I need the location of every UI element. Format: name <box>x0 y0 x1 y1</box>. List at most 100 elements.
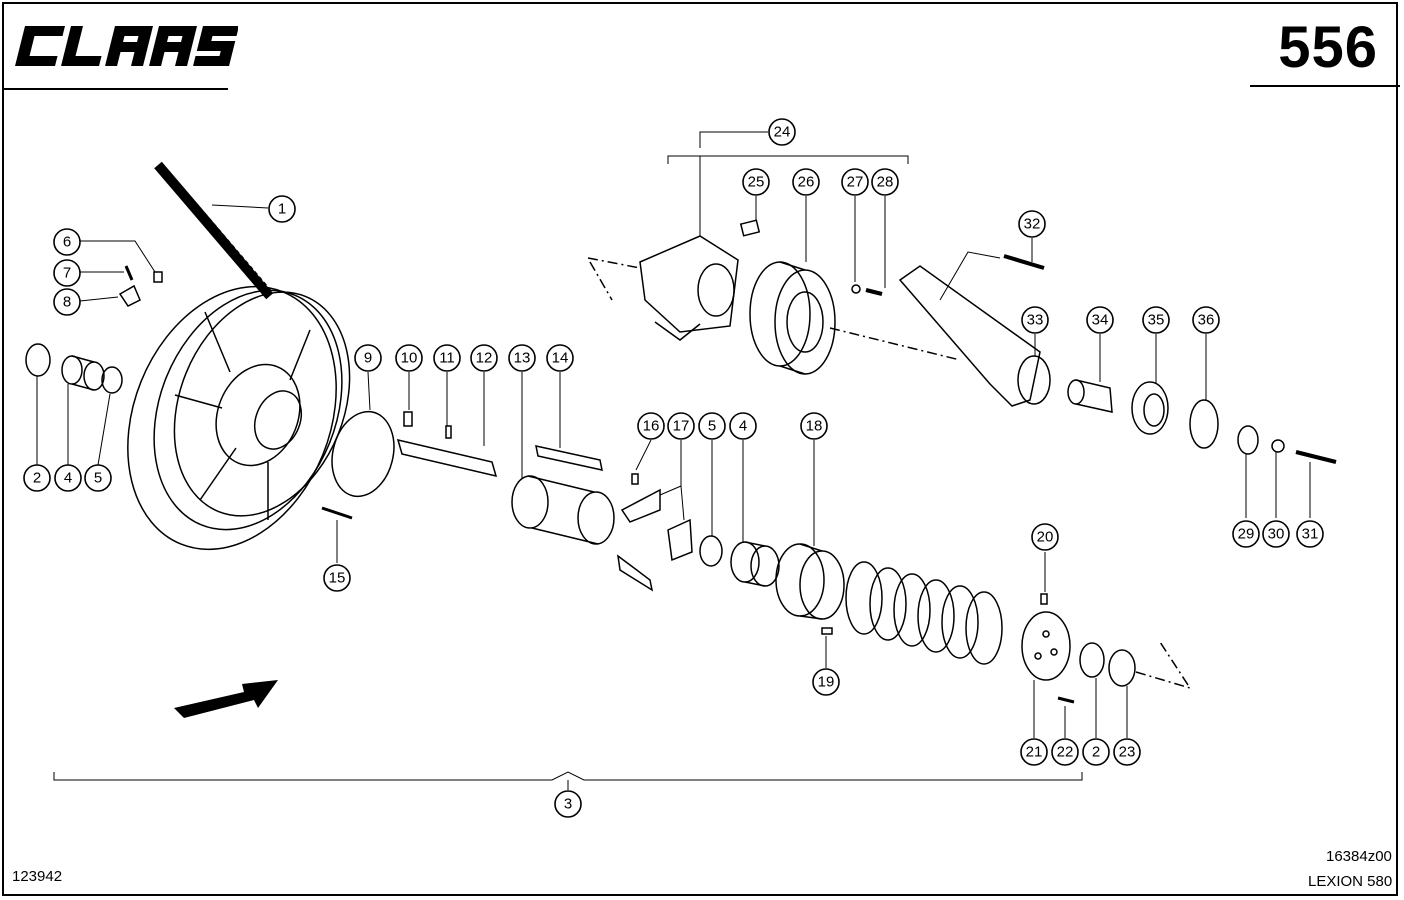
screw-22 <box>1057 696 1075 704</box>
svg-text:27: 27 <box>847 174 864 191</box>
svg-text:7: 7 <box>63 265 71 282</box>
svg-text:9: 9 <box>364 350 372 367</box>
callout-26: 26 <box>792 168 820 196</box>
header-rule-left <box>2 88 228 90</box>
callout-29: 29 <box>1232 520 1260 548</box>
end-washer <box>1271 439 1285 453</box>
clutch-drum <box>749 261 836 375</box>
callout-27: 27 <box>841 168 869 196</box>
flange <box>1021 611 1071 681</box>
pin <box>321 506 353 520</box>
svg-text:16: 16 <box>643 418 660 435</box>
document-number: 123942 <box>12 868 63 885</box>
callout-13: 13 <box>508 344 536 372</box>
svg-text:2: 2 <box>1092 744 1100 761</box>
svg-text:4: 4 <box>739 418 747 435</box>
tension-arm <box>898 265 1051 407</box>
svg-text:28: 28 <box>877 174 894 191</box>
bolt <box>865 288 883 296</box>
callout-5: 5 <box>84 464 112 492</box>
svg-text:26: 26 <box>798 174 815 191</box>
bush <box>730 541 780 587</box>
svg-text:30: 30 <box>1268 526 1285 543</box>
pin-20 <box>1040 593 1048 605</box>
callout-36: 36 <box>1192 306 1220 334</box>
svg-text:24: 24 <box>774 124 791 141</box>
nut-6 <box>153 271 163 283</box>
callout-9: 9 <box>354 344 382 372</box>
callout-11: 11 <box>433 344 461 372</box>
callout-2-lower: 2 <box>1082 738 1110 766</box>
svg-text:15: 15 <box>329 570 346 587</box>
direction-arrow-icon <box>174 680 278 718</box>
o-ring <box>699 535 723 567</box>
callout-20: 20 <box>1031 523 1059 551</box>
callout-18: 18 <box>800 412 828 440</box>
ring-2-left <box>25 343 51 377</box>
callout-12: 12 <box>470 344 498 372</box>
callout-23: 23 <box>1113 738 1141 766</box>
header-rule-right <box>1250 85 1400 87</box>
svg-text:34: 34 <box>1092 312 1109 329</box>
long-key <box>535 445 603 471</box>
callout-21: 21 <box>1020 738 1048 766</box>
nut-bolt <box>1003 254 1045 270</box>
leader-lines <box>36 131 1311 790</box>
svg-text:36: 36 <box>1198 312 1215 329</box>
end-bolt <box>1295 450 1337 464</box>
clip-8 <box>118 284 141 307</box>
svg-text:5: 5 <box>708 418 716 435</box>
key <box>396 438 498 478</box>
svg-text:25: 25 <box>748 174 765 191</box>
callout-15: 15 <box>323 564 351 592</box>
label-plate <box>739 219 761 237</box>
pin-small <box>445 425 452 439</box>
snap-ring <box>331 410 395 498</box>
svg-text:29: 29 <box>1238 526 1255 543</box>
pin-7 <box>124 265 134 281</box>
callout-17: 17 <box>667 412 695 440</box>
svg-text:32: 32 <box>1024 216 1041 233</box>
washer-ring <box>1079 642 1105 678</box>
split-sleeve <box>511 475 615 545</box>
svg-text:4: 4 <box>64 470 72 487</box>
callout-5-lower: 5 <box>698 412 726 440</box>
svg-text:13: 13 <box>514 350 531 367</box>
circlip <box>1108 649 1136 687</box>
callout-6: 6 <box>53 228 81 256</box>
callout-31: 31 <box>1296 520 1324 548</box>
pin-19 <box>821 627 833 635</box>
drive-belt <box>154 158 279 300</box>
svg-text:17: 17 <box>673 418 690 435</box>
bush-4-left <box>61 355 105 391</box>
svg-text:10: 10 <box>401 350 418 367</box>
callout-4: 4 <box>54 464 82 492</box>
svg-text:3: 3 <box>564 796 572 813</box>
ring-5-left <box>101 366 123 394</box>
callout-34: 34 <box>1086 306 1114 334</box>
svg-text:11: 11 <box>439 350 455 367</box>
callout-10: 10 <box>395 344 423 372</box>
callout-30: 30 <box>1262 520 1290 548</box>
callout-8: 8 <box>53 288 81 316</box>
svg-text:18: 18 <box>806 418 823 435</box>
cam-housing <box>775 543 845 620</box>
callout-25: 25 <box>742 168 770 196</box>
end-cap <box>1237 425 1259 455</box>
callout-16: 16 <box>637 412 665 440</box>
callout-33: 33 <box>1021 306 1049 334</box>
svg-text:21: 21 <box>1026 744 1043 761</box>
callout-19: 19 <box>812 668 840 696</box>
svg-text:33: 33 <box>1027 312 1044 329</box>
callout-14: 14 <box>546 344 574 372</box>
callout-7: 7 <box>53 259 81 287</box>
drawing-id: 16384z00 <box>1326 848 1392 865</box>
compression-spring <box>845 561 1003 665</box>
cam-segments <box>617 488 693 592</box>
callout-1: 1 <box>268 195 296 223</box>
callout-2: 2 <box>23 464 51 492</box>
svg-text:5: 5 <box>94 470 102 487</box>
